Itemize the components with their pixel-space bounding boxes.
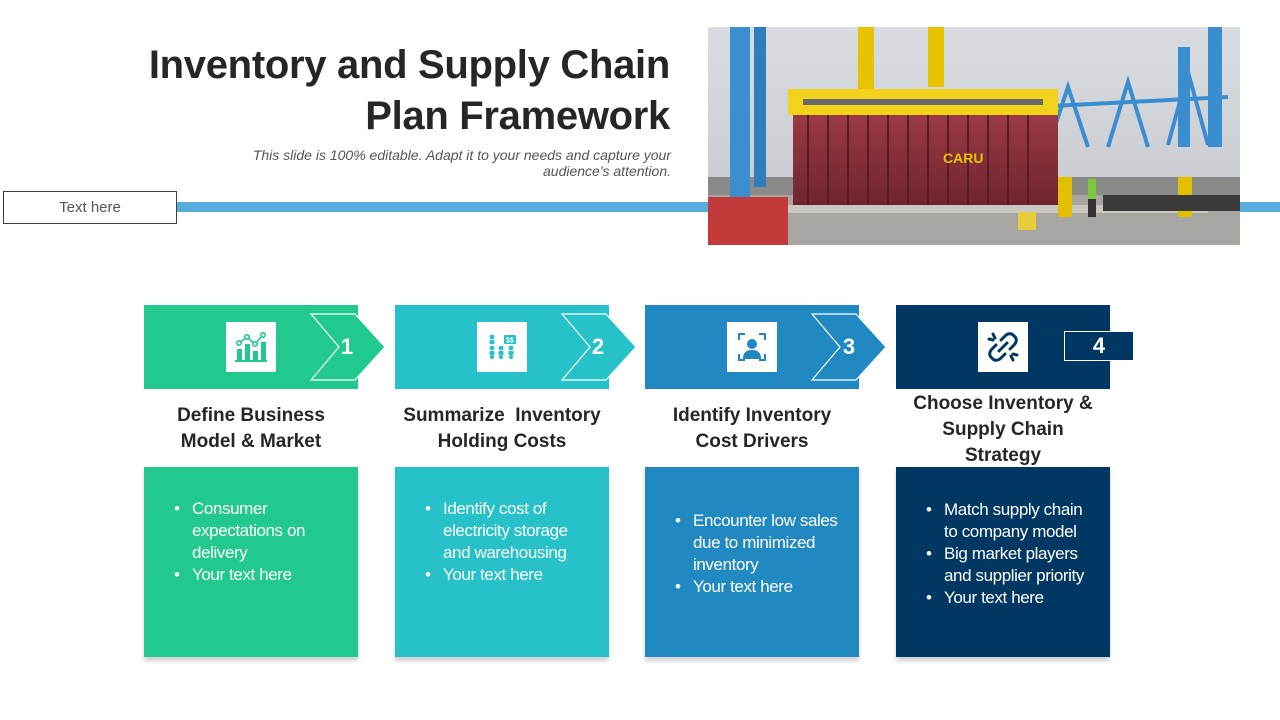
- step-3-icon-box: [727, 322, 777, 372]
- svg-text:$$: $$: [506, 338, 514, 345]
- step-2-number: 2: [591, 334, 605, 359]
- slide-title: Inventory and Supply Chain Plan Framewor…: [120, 40, 670, 142]
- step-2-title: Summarize Inventory Holding Costs: [403, 405, 601, 452]
- step-2-body: Identify cost of electricity storage and…: [395, 467, 609, 657]
- step-1-chevron-icon: [309, 313, 386, 381]
- step-3-body: Encounter low sales due to minimized inv…: [645, 467, 859, 657]
- chain-link-icon: [987, 332, 1019, 362]
- step-4-bullets: Match supply chain to company model Big …: [896, 499, 1110, 609]
- step-3-bullets: Encounter low sales due to minimized inv…: [645, 510, 859, 598]
- list-item: Big market players and supplier priority: [926, 543, 1110, 587]
- container-crane-photo: CARU: [708, 27, 1240, 245]
- step-4-icon-box: [978, 322, 1028, 372]
- step-4-body: Match supply chain to company model Big …: [896, 467, 1110, 657]
- step-2-icon-box: $$: [477, 322, 527, 372]
- step-1-body: Consumer expectations on delivery Your t…: [144, 467, 358, 657]
- text-placeholder-box[interactable]: Text here: [3, 191, 177, 224]
- list-item: Identify cost of electricity storage and…: [425, 498, 609, 564]
- slide-title-line-2: Plan Framework: [365, 94, 670, 138]
- list-item: Your text here: [675, 576, 859, 598]
- step-3-title: Identify Inventory Cost Drivers: [672, 405, 832, 452]
- step-3-number: 3: [842, 334, 856, 359]
- list-item: Match supply chain to company model: [926, 499, 1110, 543]
- container-logo-text: CARU: [943, 150, 983, 166]
- step-4-number: 4: [1064, 331, 1134, 361]
- step-1-bullets: Consumer expectations on delivery Your t…: [144, 498, 358, 586]
- list-item: Consumer expectations on delivery: [174, 498, 358, 564]
- list-item: Encounter low sales due to minimized inv…: [675, 510, 859, 576]
- step-2-chevron-icon: [560, 313, 637, 381]
- list-item: Your text here: [425, 564, 609, 586]
- step-1-title: Define Business Model & Market: [177, 405, 325, 452]
- cost-people-icon: $$: [489, 334, 516, 359]
- slide-subtitle: This slide is 100% editable. Adapt it to…: [252, 147, 671, 179]
- list-item: Your text here: [926, 587, 1110, 609]
- step-4-title: Choose Inventory & Supply Chain Strategy: [913, 393, 1093, 466]
- step-4-header: [896, 305, 1110, 389]
- bar-chart-icon: [235, 332, 267, 362]
- slide-title-line-1: Inventory and Supply Chain: [148, 43, 670, 87]
- step-1-number: 1: [340, 334, 354, 359]
- step-1-icon-box: [226, 322, 276, 372]
- step-2-bullets: Identify cost of electricity storage and…: [395, 498, 609, 586]
- person-focus-icon: [738, 333, 766, 361]
- step-3-chevron-icon: [810, 313, 887, 381]
- list-item: Your text here: [174, 564, 358, 586]
